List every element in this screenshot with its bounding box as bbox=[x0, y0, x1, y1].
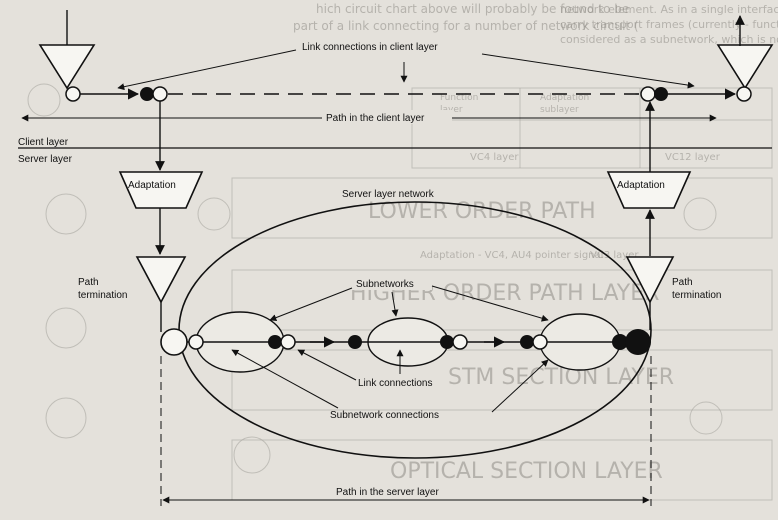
left-client-termination-triangle bbox=[38, 44, 96, 90]
bg-optical-section: OPTICAL SECTION LAYER bbox=[390, 459, 663, 484]
right-server-stack: Adaptation Path termination bbox=[606, 101, 721, 330]
bg-small-1: Function bbox=[440, 93, 478, 103]
right-path-termination-triangle bbox=[625, 256, 675, 304]
pointer-arrow bbox=[297, 349, 357, 381]
right-client-termination-triangle bbox=[716, 44, 774, 90]
path-server-label: Path in the server layer bbox=[336, 487, 439, 498]
client-layer-label: Client layer bbox=[18, 137, 69, 148]
bg-text-line-2: part of a link connecting for a number o… bbox=[293, 19, 639, 33]
pointer-arrow bbox=[231, 349, 339, 409]
connection-point bbox=[152, 86, 168, 102]
right-adaptation-trapezoid bbox=[606, 171, 692, 209]
pointer-arrow bbox=[391, 291, 399, 317]
connection-point bbox=[520, 335, 534, 349]
connection-point bbox=[612, 334, 628, 350]
connection-point bbox=[532, 334, 548, 350]
server-path-span-group: Path in the server layer bbox=[160, 356, 652, 506]
label-backdrop bbox=[322, 110, 452, 124]
label-backdrop bbox=[352, 276, 432, 290]
bg-small-4: sublayer bbox=[540, 105, 579, 115]
left-adaptation-trapezoid bbox=[118, 171, 204, 209]
bg-stm-section: STM SECTION LAYER bbox=[448, 365, 674, 390]
bg-lower-order: LOWER ORDER PATH bbox=[368, 199, 596, 224]
adaptation-right-label: Adaptation bbox=[617, 180, 665, 191]
bg-vc-1: VC4 layer bbox=[470, 152, 519, 163]
path-termination-right-label-1: Path bbox=[672, 277, 693, 288]
left-server-stack: Adaptation Path termination bbox=[78, 101, 204, 332]
left-path-termination-triangle bbox=[135, 256, 187, 304]
connection-point bbox=[280, 334, 296, 350]
connection-point bbox=[440, 335, 454, 349]
pointer-arrow bbox=[481, 53, 695, 89]
path-client-label: Path in the client layer bbox=[326, 113, 425, 124]
bg-vc-2: VC12 layer bbox=[665, 152, 721, 163]
bg-text-right-3: considered as a subnetwork, which is not bbox=[560, 33, 778, 46]
bg-text-right-1: network element. As in a single interfac… bbox=[560, 3, 778, 16]
server-termination-point-right bbox=[625, 329, 651, 355]
subnetwork-connections-label: Subnetwork connections bbox=[330, 410, 439, 421]
adaptation-left-label: Adaptation bbox=[128, 180, 176, 191]
connection-point bbox=[654, 87, 668, 101]
path-termination-right-label-2: termination bbox=[672, 290, 721, 301]
bg-text-right-2: carry transport frames (currently - func… bbox=[560, 18, 778, 31]
connection-point bbox=[140, 87, 154, 101]
client-layer-group: Link connections in client layer Path in… bbox=[21, 10, 774, 124]
bg-small-2: Adaptation bbox=[540, 93, 589, 103]
layer-boundary: Client layer Server layer bbox=[18, 137, 772, 165]
connection-point bbox=[65, 86, 81, 102]
link-connections-label: Link connections bbox=[358, 378, 433, 389]
pointer-arrow bbox=[269, 287, 353, 321]
subnetworks-label: Subnetworks bbox=[356, 279, 414, 290]
server-layer-label: Server layer bbox=[18, 154, 73, 165]
connection-point bbox=[188, 334, 204, 350]
connection-point bbox=[268, 335, 282, 349]
show-through-layer: hich circuit chart above will probably b… bbox=[27, 2, 778, 501]
pointer-arrow bbox=[491, 359, 549, 413]
bg-text-line-1: hich circuit chart above will probably b… bbox=[316, 2, 629, 16]
pointer-arrow bbox=[431, 285, 549, 322]
label-backdrop bbox=[330, 484, 448, 498]
pointer-arrow bbox=[117, 49, 297, 91]
connection-point bbox=[452, 334, 468, 350]
server-termination-point-left bbox=[160, 328, 188, 356]
path-termination-left-label-2: termination bbox=[78, 290, 127, 301]
path-termination-left-label-1: Path bbox=[78, 277, 99, 288]
server-layer-network-label: Server layer network bbox=[342, 189, 435, 200]
label-backdrop bbox=[338, 186, 444, 200]
bg-adaptation-note: Adaptation - VC4, AU4 pointer signal bbox=[420, 250, 603, 261]
connection-point bbox=[640, 86, 656, 102]
connection-point bbox=[736, 86, 752, 102]
server-layer-network-group: Server layer network Subnetworks Link co… bbox=[160, 186, 652, 459]
link-connections-client-label: Link connections in client layer bbox=[302, 42, 438, 53]
connection-point bbox=[348, 335, 362, 349]
bg-vc-3: VC3 layer bbox=[590, 250, 639, 261]
